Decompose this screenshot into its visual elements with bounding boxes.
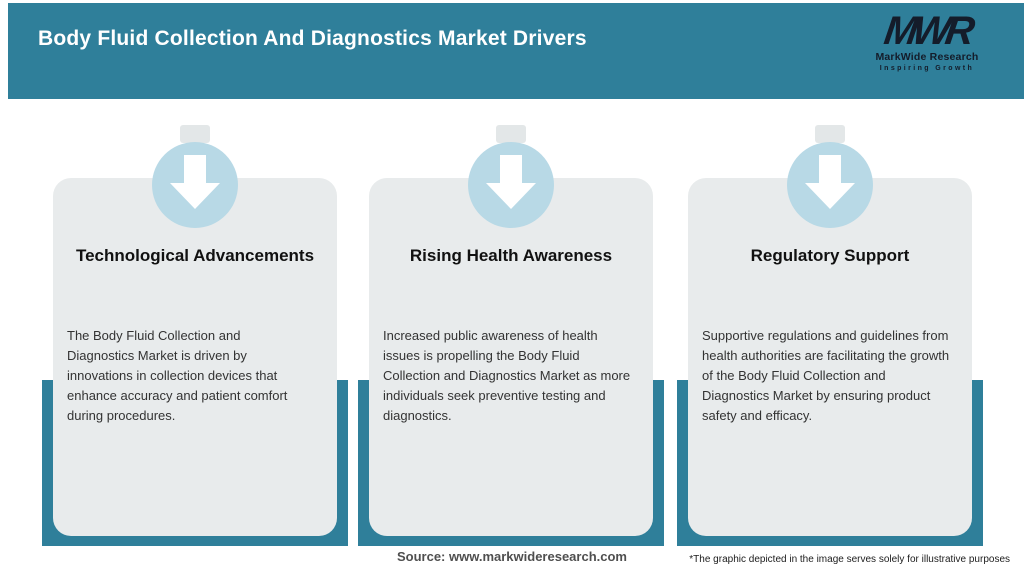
icon-circle (468, 142, 554, 228)
logo-tagline: Inspiring Growth (879, 65, 975, 72)
driver-card-rising-health-awareness: Rising Health Awareness Increased public… (358, 125, 664, 546)
logo-monogram: MWR (881, 9, 973, 53)
card-body-text: Supportive regulations and guidelines fr… (702, 328, 950, 424)
driver-card-regulatory-support: Regulatory Support Supportive regulation… (677, 125, 983, 546)
page-title: Body Fluid Collection And Diagnostics Ma… (38, 27, 587, 50)
card-title: Rising Health Awareness (409, 246, 613, 265)
icon-circle (152, 142, 238, 228)
card: Technological Advancements The Body Flui… (53, 178, 337, 536)
driver-card-technological-advancements: Technological Advancements The Body Flui… (42, 125, 348, 546)
card-title: Regulatory Support (750, 246, 910, 265)
card: Rising Health Awareness Increased public… (369, 178, 653, 536)
header-band: Body Fluid Collection And Diagnostics Ma… (8, 3, 1024, 99)
arrow-down-icon (805, 155, 855, 209)
card-tab (496, 125, 526, 143)
card: Regulatory Support Supportive regulation… (688, 178, 972, 536)
logo-name: MarkWide Research (875, 51, 979, 63)
disclaimer-text: *The graphic depicted in the image serve… (689, 554, 1010, 565)
card-tab (815, 125, 845, 143)
icon-circle (787, 142, 873, 228)
source-text: Source: www.markwideresearch.com (396, 549, 627, 564)
card-body-text: The Body Fluid Collection and Diagnostic… (67, 328, 288, 424)
card-tab (180, 125, 210, 143)
arrow-down-icon (170, 155, 220, 209)
card-title: Technological Advancements (75, 246, 315, 265)
arrow-down-icon (486, 155, 536, 209)
markwide-research-logo: MWR MarkWide Research Inspiring Growth (852, 9, 1002, 72)
card-body-text: Increased public awareness of health iss… (383, 328, 631, 424)
